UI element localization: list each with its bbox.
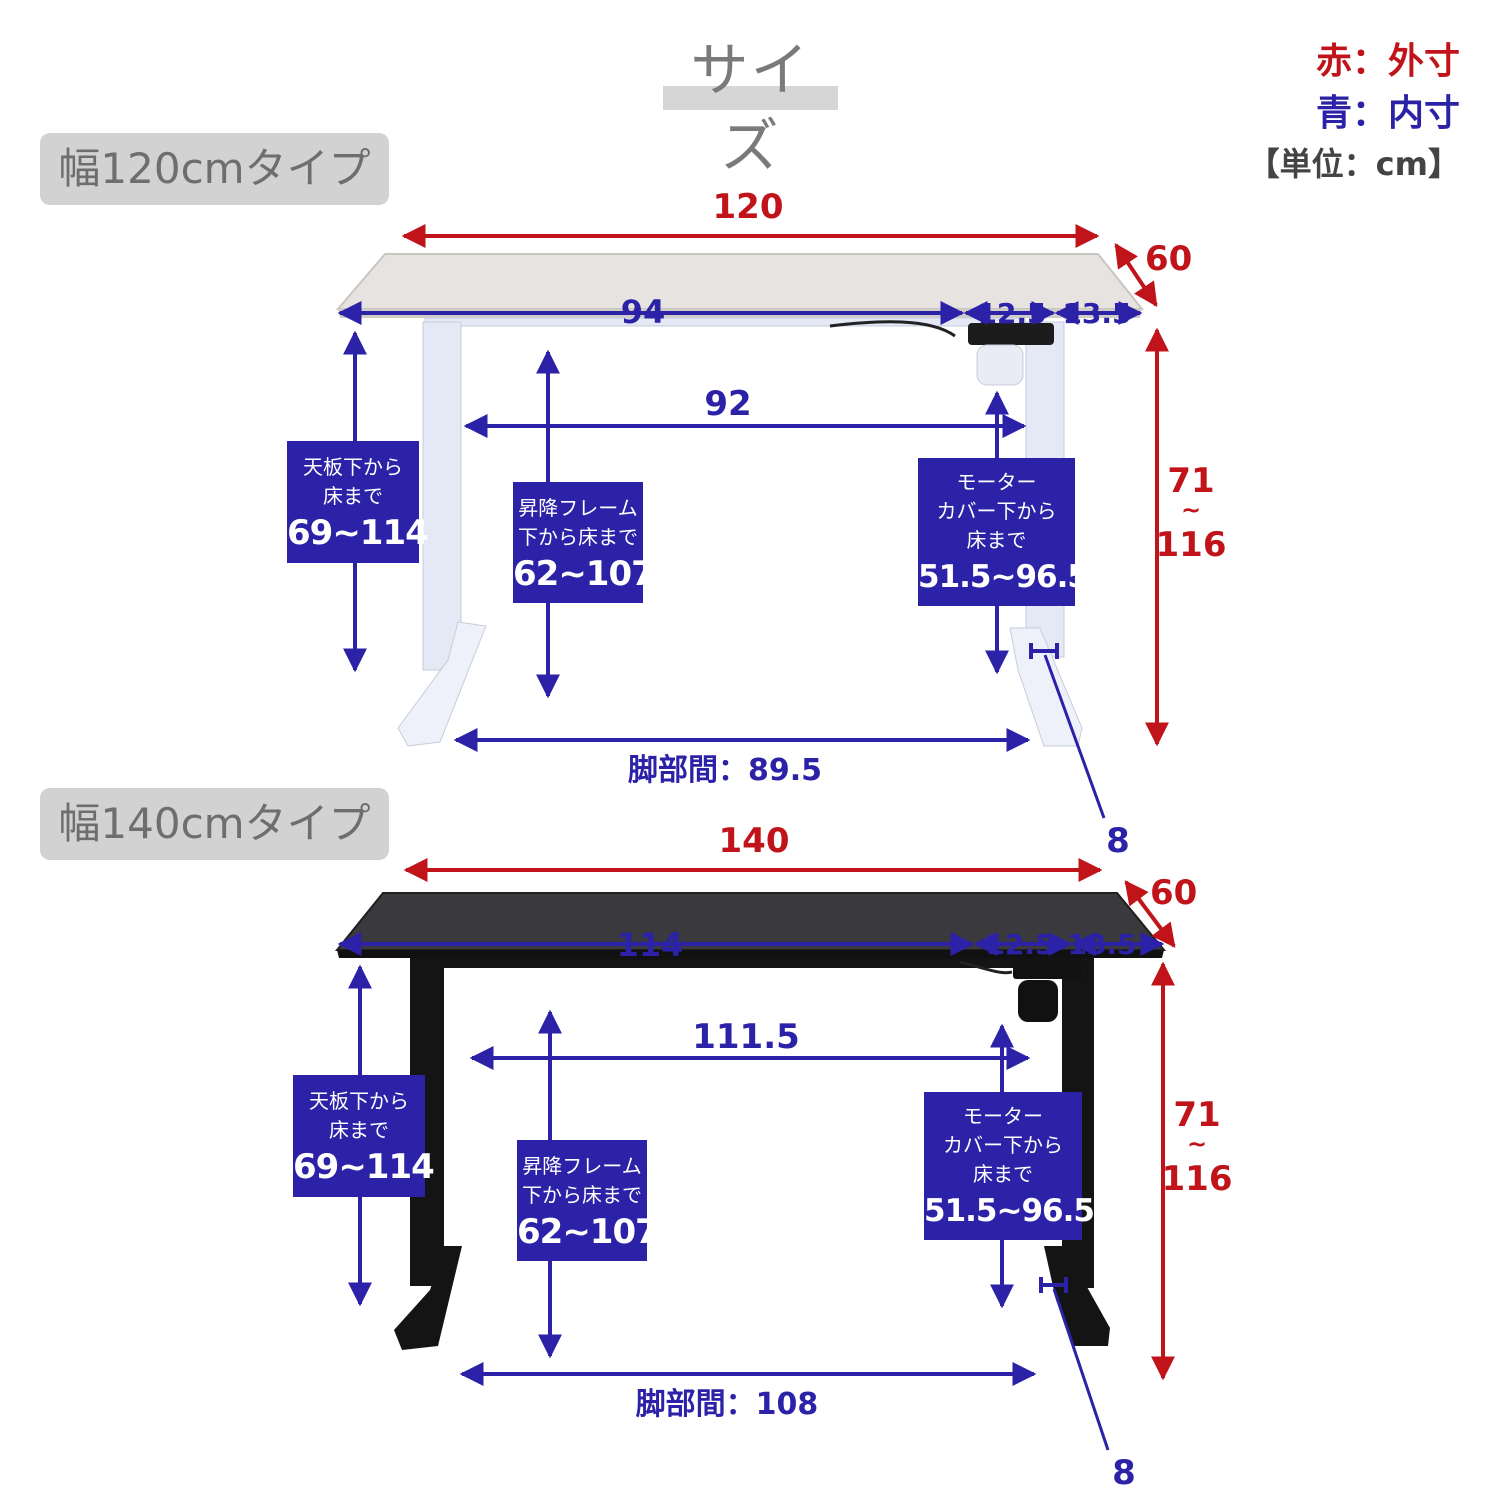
type-label-140: 幅140cmタイプ: [40, 788, 389, 860]
box-140-motor-line2: カバー下から: [943, 1133, 1063, 1157]
box-140-motor-line1: モーター: [963, 1104, 1043, 1128]
dim-120-inner-left: 94: [621, 293, 666, 331]
desk-140-dimensions: 140 60 114 12.5 13.5 111.5 71 ~ 116 脚部間：…: [337, 821, 1233, 1493]
dim-140-depth: 60: [1150, 873, 1197, 913]
legend-unit: 【単位：cm】: [1247, 145, 1460, 183]
box-120-motor-line2: カバー下から: [936, 499, 1057, 523]
box-120-frame-line1: 昇降フレーム: [518, 496, 638, 520]
box-140-top-line2: 床まで: [329, 1118, 389, 1142]
box-140-top-to-floor: 天板下から 床まで 69~114: [293, 1075, 435, 1197]
legend: 赤：外寸 青：内寸 【単位：cm】: [1248, 36, 1460, 188]
box-120-top-to-floor: 天板下から 床まで 69~114: [287, 441, 429, 563]
desk-120-left-leg: [422, 321, 462, 671]
dim-140-inner-span: 111.5: [692, 1017, 800, 1057]
dim-140-foot-leader: [1052, 1288, 1110, 1451]
dim-120-height-top: 71: [1167, 461, 1214, 501]
dim-140-leg-gap: 脚部間：108: [636, 1387, 819, 1422]
desk-140-cable: [959, 960, 1013, 975]
box-140-motor-line3: 床まで: [973, 1162, 1033, 1186]
dim-140-height-bottom: 116: [1162, 1159, 1233, 1199]
dim-120-height-sep: ~: [1181, 496, 1201, 524]
desk-140-left-foot: [394, 1246, 462, 1350]
box-120-motor-line3: 床まで: [966, 528, 1027, 552]
box-140-frame-line2: 下から床まで: [522, 1183, 642, 1207]
dim-120-depth-arrow: [1114, 243, 1158, 307]
box-140-top-line1: 天板下から: [309, 1089, 409, 1113]
box-120-frame-to-floor: 昇降フレーム 下から床まで 62~107: [513, 482, 655, 603]
dim-140-inner-right: 13.5: [1067, 928, 1136, 961]
box-140-frame-to-floor: 昇降フレーム 下から床まで 62~107: [517, 1140, 659, 1261]
desk-120-frame-beam: [424, 317, 1026, 327]
box-120-top-value: 69~114: [287, 513, 429, 553]
desk-120-left-foot: [397, 621, 487, 747]
box-120-top-line2: 床まで: [323, 484, 383, 508]
title-underline: [663, 86, 838, 110]
type-label-120: 幅120cmタイプ: [40, 133, 389, 205]
desk-120-motor-cover: [976, 344, 1024, 386]
legend-inner: 青：内寸: [1315, 93, 1460, 134]
box-140-frame-line1: 昇降フレーム: [522, 1154, 642, 1178]
dim-140-depth-arrow: [1124, 880, 1176, 948]
dim-140-inner-left: 114: [617, 926, 684, 964]
box-120-motor-line1: モーター: [956, 470, 1037, 494]
dim-120-foot-width: 8: [1106, 821, 1130, 861]
box-120-motor-value: 51.5~96.5: [918, 559, 1089, 595]
box-140-top-value: 69~114: [293, 1147, 435, 1187]
box-120-frame-line2: 下から床まで: [518, 525, 638, 549]
dim-120-leg-gap: 脚部間：89.5: [628, 753, 822, 788]
box-140-frame-value: 62~107: [517, 1212, 659, 1252]
desk-140-right-foot: [1044, 1246, 1110, 1346]
dim-140-inner-mid: 12.5: [985, 928, 1054, 961]
dim-120-foot-leader: [1043, 654, 1106, 819]
dim-140-outer-width: 140: [719, 821, 790, 861]
box-120-motor-to-floor: モーター カバー下から 床まで 51.5~96.5: [918, 458, 1089, 606]
dim-120-height-bottom: 116: [1156, 525, 1227, 565]
box-140-motor-to-floor: モーター カバー下から 床まで 51.5~96.5: [924, 1092, 1095, 1240]
dim-120-inner-span: 92: [704, 384, 751, 424]
title-text: サイズ: [690, 36, 811, 180]
box-140-motor-value: 51.5~96.5: [924, 1193, 1095, 1229]
desk-140-motor-cover: [1018, 980, 1058, 1022]
box-120-frame-value: 62~107: [513, 554, 655, 594]
desk-140-control-panel: [1013, 961, 1081, 979]
desk-120-control-panel: [968, 323, 1054, 345]
dim-120-inner-right: 13.5: [1062, 297, 1131, 330]
dim-120-depth: 60: [1145, 239, 1192, 279]
dim-120-inner-mid: 12.5: [977, 297, 1046, 330]
legend-outer: 赤：外寸: [1315, 41, 1460, 82]
dim-140-height-top: 71: [1173, 1095, 1220, 1135]
desk-140-frame-beam: [410, 958, 1070, 968]
box-120-top-line1: 天板下から: [303, 455, 403, 479]
dim-140-foot-width: 8: [1112, 1453, 1136, 1493]
page-title: サイズ: [663, 32, 838, 180]
dim-120-outer-width: 120: [713, 187, 784, 227]
dim-140-height-sep: ~: [1187, 1130, 1207, 1158]
